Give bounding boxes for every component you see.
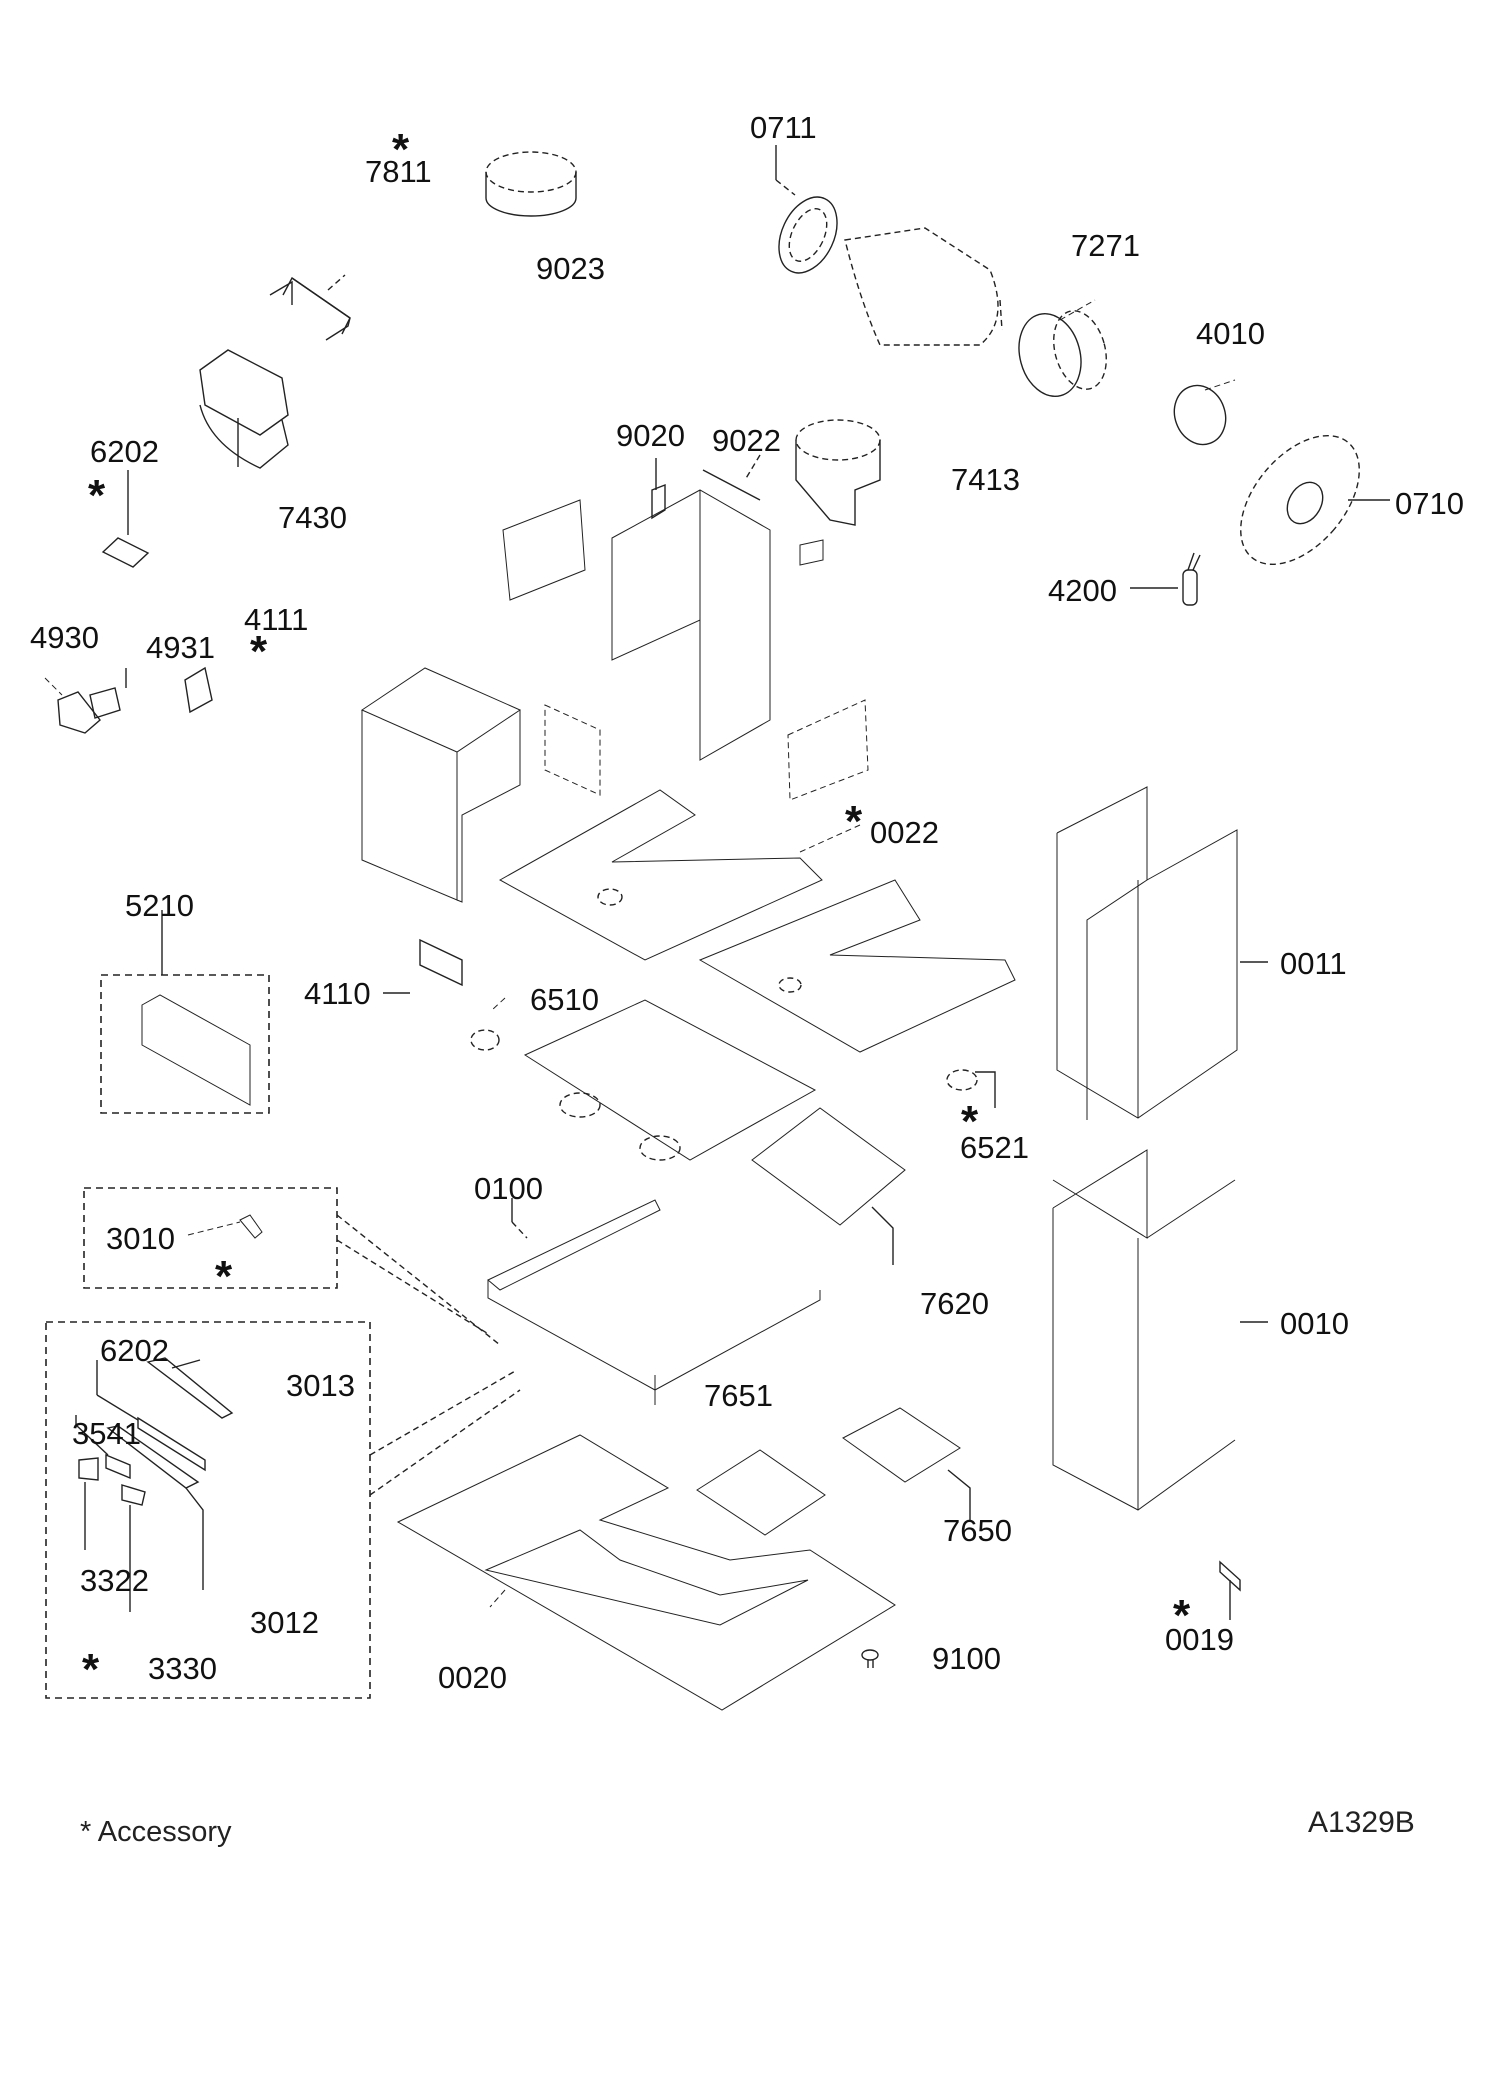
callout-4110: 4110 xyxy=(304,976,371,1011)
callout-4931: 4931 xyxy=(146,630,215,665)
part-7413-collar xyxy=(795,419,881,526)
part-0011-upper-chimney xyxy=(1056,786,1268,1120)
callout-7620: 7620 xyxy=(920,1286,989,1321)
callout-4010: 4010 xyxy=(1196,316,1265,351)
callout-9100: 9100 xyxy=(932,1641,1001,1676)
part-frame-panels xyxy=(502,489,869,801)
part-7651-7650-filters xyxy=(696,1407,971,1536)
part-9100-0019 xyxy=(861,1560,1241,1668)
accessory-marker: * xyxy=(215,1252,233,1301)
callout-3012: 3012 xyxy=(250,1605,319,1640)
callout-3330: 3330 xyxy=(148,1651,217,1686)
callout-0019: 0019 xyxy=(1165,1622,1234,1657)
callout-7811: 7811 xyxy=(365,154,432,189)
accessory-marker: * xyxy=(82,1645,100,1694)
callout-3322: 3322 xyxy=(80,1563,149,1598)
callout-3541: 3541 xyxy=(72,1416,141,1451)
part-0711-grille xyxy=(775,145,838,274)
callout-7650: 7650 xyxy=(943,1513,1012,1548)
callout-6202: 6202 xyxy=(90,434,159,469)
part-4930-4931-4111 xyxy=(44,666,213,734)
part-4010-motor xyxy=(1173,379,1236,446)
part-7271-blower xyxy=(844,227,1107,398)
part-0010-lower-chimney xyxy=(1052,1149,1268,1511)
drawing-number: A1329B xyxy=(1308,1806,1415,1839)
callout-3013: 3013 xyxy=(286,1368,355,1403)
part-5210-board xyxy=(100,910,270,1114)
accessory-marker: * xyxy=(961,1097,979,1146)
accessory-marker: * xyxy=(1173,1591,1191,1640)
part-4200-capacitor xyxy=(1130,552,1201,606)
part-9020-9022-clips xyxy=(651,454,761,520)
part-6521-ring xyxy=(946,1069,996,1108)
accessory-footnote: * Accessory xyxy=(80,1816,232,1848)
callout-0010: 0010 xyxy=(1280,1306,1349,1341)
part-7620-filter xyxy=(751,1107,906,1265)
callout-9023: 9023 xyxy=(536,251,605,286)
callout-0711: 0711 xyxy=(750,110,817,145)
part-control-panel-group xyxy=(45,1321,521,1699)
part-3010-group xyxy=(83,1187,501,1346)
callout-7413: 7413 xyxy=(951,462,1020,497)
part-0020-bottom-panel xyxy=(396,1434,896,1711)
callout-0100: 0100 xyxy=(474,1171,543,1206)
callout-7651: 7651 xyxy=(704,1378,773,1413)
callout-7271: 7271 xyxy=(1071,228,1140,263)
callout-6202-panel: 6202 xyxy=(100,1333,169,1368)
callout-4930: 4930 xyxy=(30,620,99,655)
part-9023-bracket xyxy=(269,274,351,341)
accessory-marker: * xyxy=(392,125,410,174)
part-base-plate xyxy=(523,999,817,1161)
callout-9020: 9020 xyxy=(616,418,685,453)
part-0100-frame xyxy=(487,1198,821,1405)
callout-0020: 0020 xyxy=(438,1660,507,1695)
callout-4200: 4200 xyxy=(1048,573,1117,608)
callout-9022: 9022 xyxy=(712,423,781,458)
callout-4111: 4111 xyxy=(244,602,309,637)
callout-6510: 6510 xyxy=(530,982,599,1017)
callout-7430: 7430 xyxy=(278,500,347,535)
callout-0022: 0022 xyxy=(870,815,939,850)
callout-5210: 5210 xyxy=(125,888,194,923)
part-6202-label xyxy=(101,470,150,568)
part-7811-ring xyxy=(485,151,577,217)
part-7430-duct xyxy=(199,349,289,469)
accessory-marker: * xyxy=(845,797,863,846)
callout-3010: 3010 xyxy=(106,1221,175,1256)
callout-0011: 0011 xyxy=(1280,946,1347,981)
callout-0710: 0710 xyxy=(1395,486,1464,521)
part-box-housing xyxy=(360,667,522,903)
callout-6521: 6521 xyxy=(960,1130,1029,1165)
accessory-marker: * xyxy=(250,627,268,676)
part-4110-6510 xyxy=(383,938,506,1051)
part-0022-panels xyxy=(498,789,1016,1053)
part-0710-plate xyxy=(1240,434,1390,566)
accessory-marker: * xyxy=(88,471,106,520)
